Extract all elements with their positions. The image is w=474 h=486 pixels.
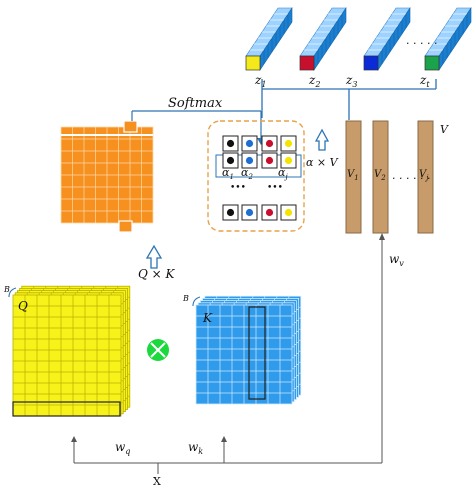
weight-cell-r3-c1 xyxy=(222,204,239,221)
alpha-1-label: α1 xyxy=(222,166,234,181)
weight-cell-r3-c4 xyxy=(280,204,297,221)
key-layer-1 xyxy=(195,304,293,405)
weight-cell-r2-c4 xyxy=(280,152,297,169)
key-matrix xyxy=(195,295,302,405)
dots-separator-2: ••• xyxy=(267,183,283,193)
v-column-label-1: V1 xyxy=(347,169,359,182)
v-column-label-2: V2 xyxy=(374,169,386,182)
input-x-label: X xyxy=(153,475,161,486)
alpha-j-label: αj xyxy=(278,166,288,181)
attention-weight-dots xyxy=(222,135,297,221)
softmax-arrow xyxy=(131,110,262,140)
output-face-2 xyxy=(299,55,315,71)
multiply-symbol xyxy=(147,339,169,361)
q-batch-bracket xyxy=(8,287,17,298)
wv-arrowhead xyxy=(379,233,385,240)
output-face-3 xyxy=(363,55,379,71)
output-bar-3 xyxy=(363,7,411,71)
wk-label: wk xyxy=(188,440,203,456)
z-label-4: zt xyxy=(419,73,430,89)
q-matrix-label: Q xyxy=(18,299,28,313)
weight-cell-r1-c1 xyxy=(222,135,239,152)
value-column-1: V1 xyxy=(345,120,362,234)
query-matrix xyxy=(12,285,131,417)
value-column-2: V2 xyxy=(372,120,389,234)
z-label-1: z1 xyxy=(254,73,266,89)
selected-row-cell-bottom xyxy=(118,220,133,233)
v-matrix-label: V xyxy=(440,123,449,136)
output-token-bars xyxy=(245,7,472,71)
q-times-k-label: Q × K xyxy=(138,267,176,281)
output-face-4 xyxy=(424,55,440,71)
alpha-v-up-arrow xyxy=(314,128,330,151)
softmax-label: Softmax xyxy=(168,96,223,111)
weight-cell-r1-c2 xyxy=(241,135,258,152)
k-batch-bracket xyxy=(192,296,201,307)
alpha-2-label: α2 xyxy=(241,166,253,181)
weight-cell-r3-c3 xyxy=(261,204,278,221)
weight-cell-r1-c4 xyxy=(280,135,297,152)
output-dots: . . . . . xyxy=(406,34,437,47)
k-batch-label: B xyxy=(182,294,189,303)
v-dots: . . . . . . xyxy=(392,169,430,182)
weight-cell-r2-c1 xyxy=(222,152,239,169)
query-layer-1 xyxy=(12,294,122,417)
alpha-times-v-label: α × V xyxy=(306,156,339,169)
output-face-1 xyxy=(245,55,261,71)
value-columns: V1 V2 Vj xyxy=(345,120,434,234)
z-label-2: z2 xyxy=(308,73,320,89)
qk-up-arrow xyxy=(145,244,163,269)
selected-row-cell xyxy=(123,120,138,133)
z-label-3: z3 xyxy=(345,73,357,89)
wq-label: wq xyxy=(115,440,130,456)
output-bar-4 xyxy=(424,7,472,71)
output-bar-1 xyxy=(245,7,293,71)
output-bracket xyxy=(261,79,437,120)
weight-cell-r3-c2 xyxy=(241,204,258,221)
wk-arrowhead xyxy=(221,436,227,442)
dots-separator-1: ••• xyxy=(230,183,246,193)
attention-score-matrix xyxy=(60,126,154,224)
wv-label: wv xyxy=(389,252,404,268)
selected-row-outline xyxy=(215,154,302,178)
weight-cell-r2-c2 xyxy=(241,152,258,169)
input-lines xyxy=(73,238,383,474)
k-matrix-label: K xyxy=(202,311,213,325)
weight-cell-r2-c3 xyxy=(261,152,278,169)
value-column-3: Vj xyxy=(417,120,434,234)
output-labels: z1 z2 z3 zt xyxy=(254,73,430,89)
attention-weights-box xyxy=(207,120,305,232)
weight-cell-r1-c3 xyxy=(261,135,278,152)
output-bar-2 xyxy=(299,7,347,71)
wq-arrowhead xyxy=(71,436,77,442)
key-column-highlight xyxy=(248,306,266,400)
query-row-highlight xyxy=(12,401,121,417)
q-batch-label: B xyxy=(3,285,10,294)
v-column-label-3: Vj xyxy=(419,169,429,182)
